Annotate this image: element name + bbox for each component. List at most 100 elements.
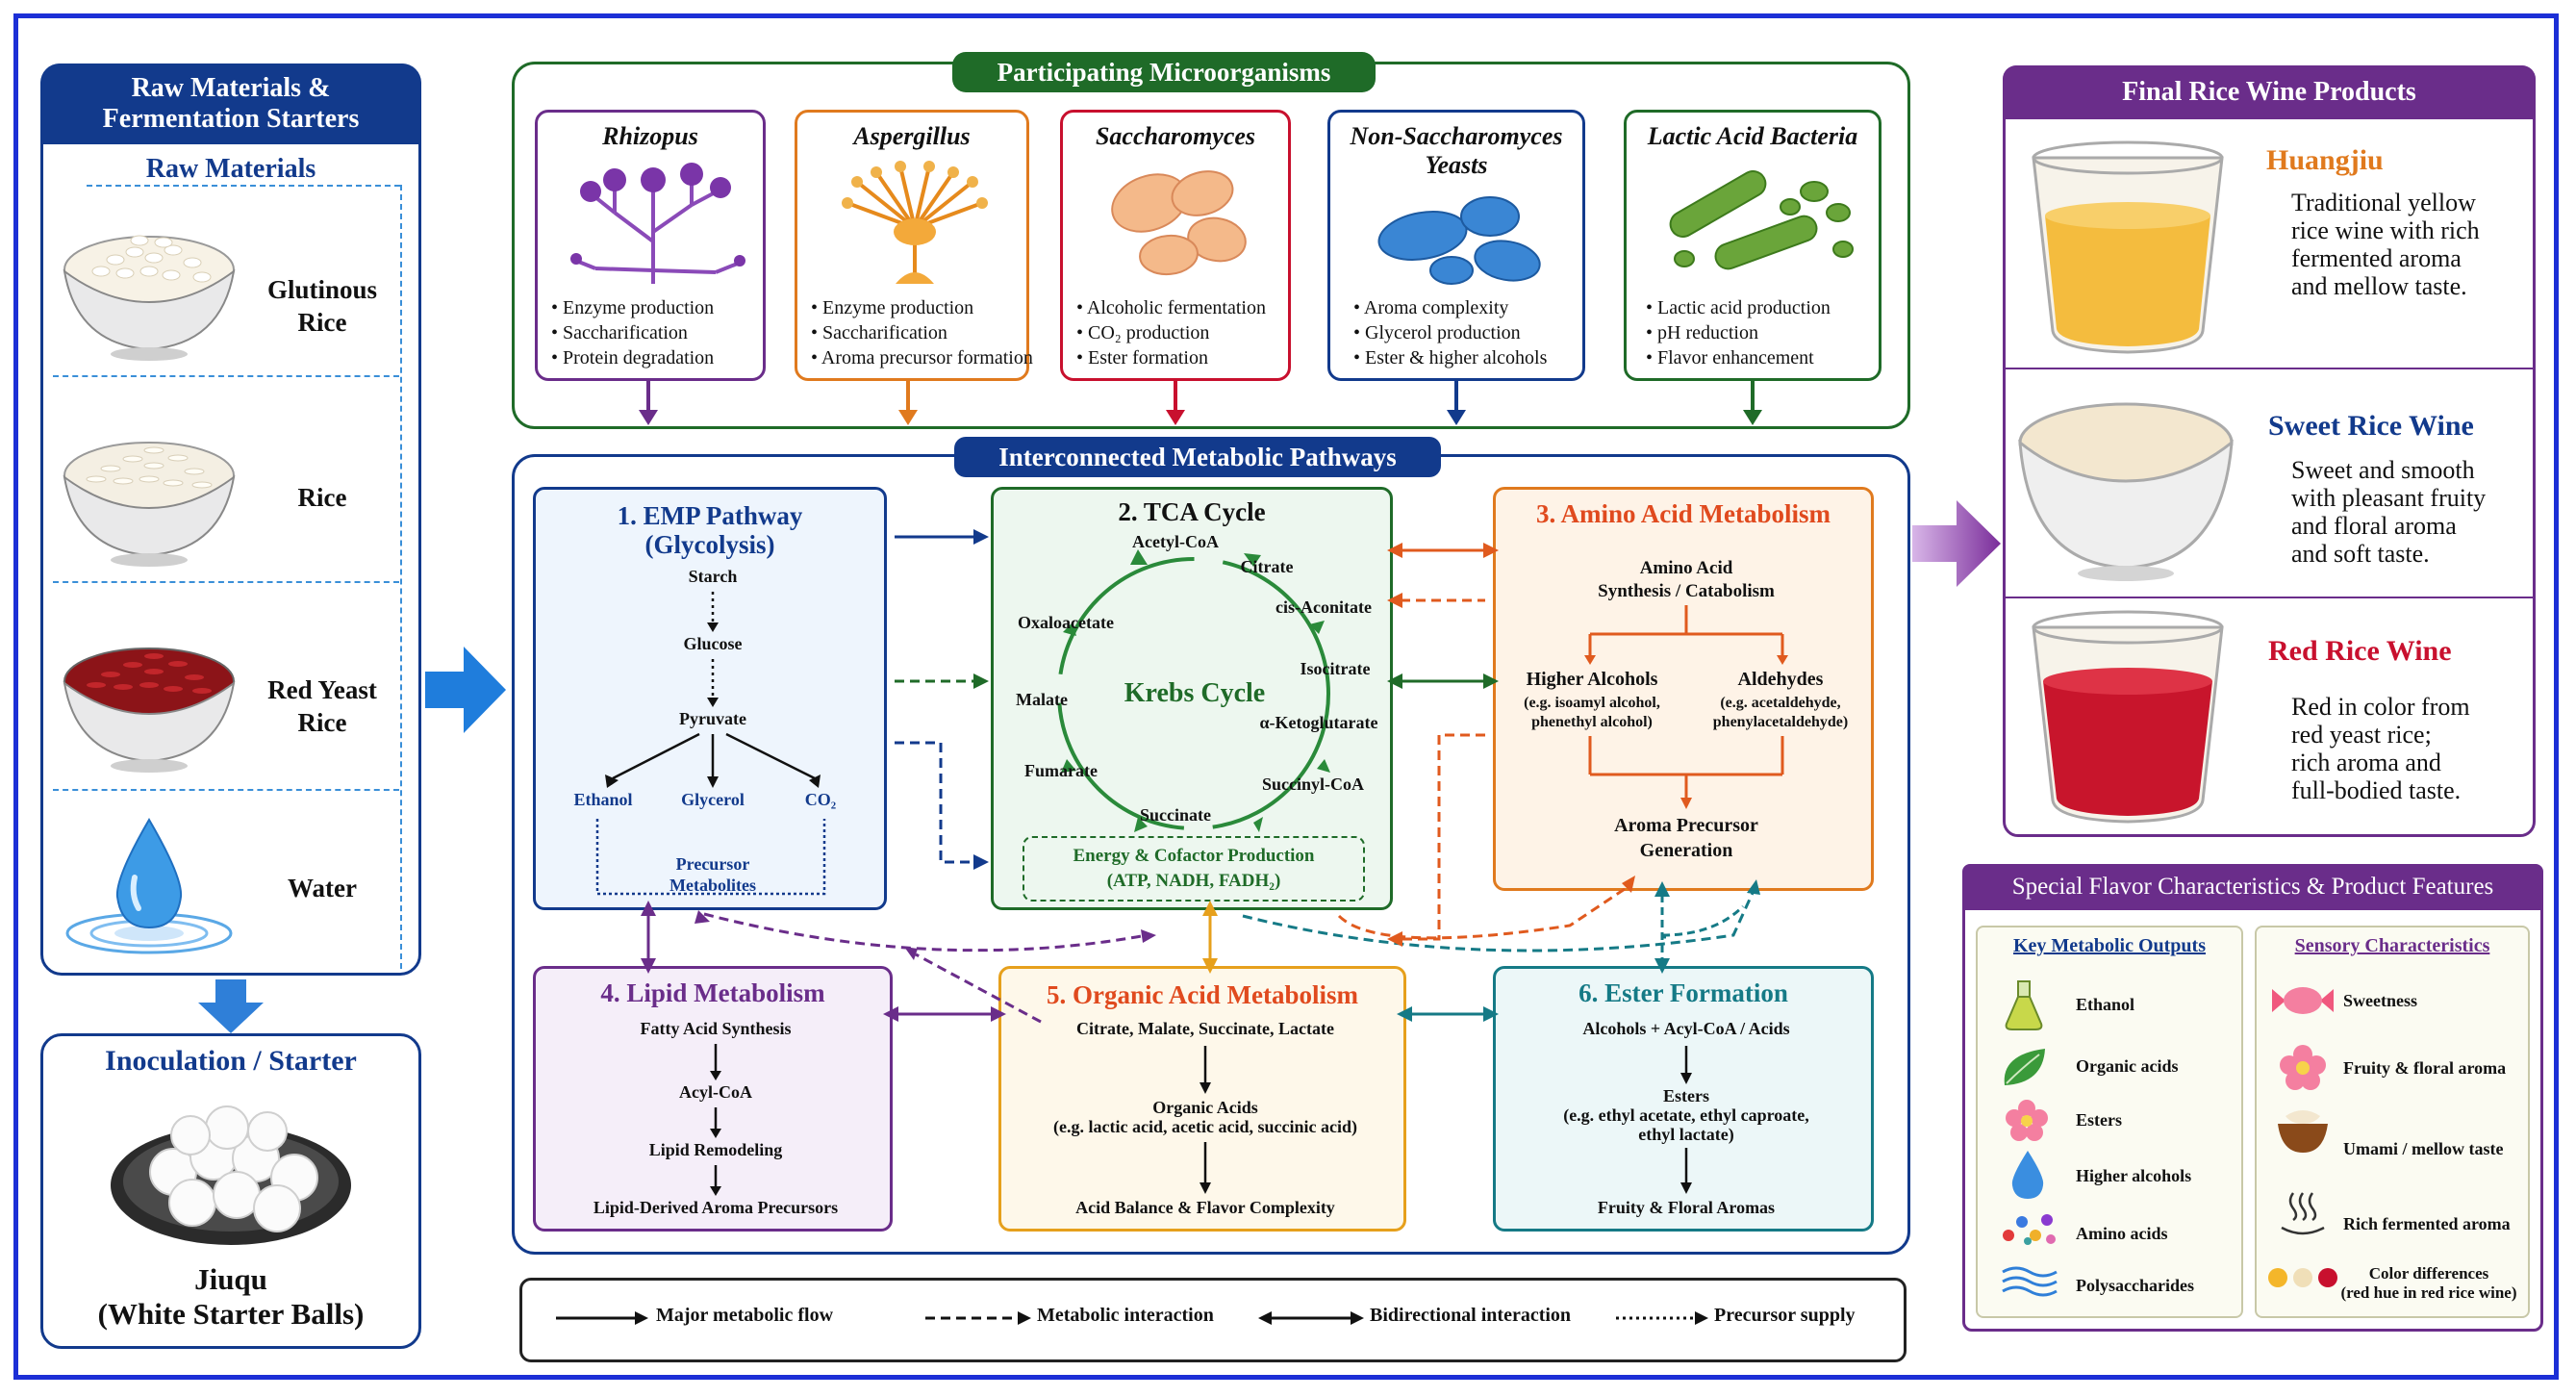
sensory-title: Sensory Characteristics — [2294, 935, 2490, 956]
product-name-red-rice-wine: Red Rice Wine — [2268, 635, 2452, 667]
flow-arrow-icon — [425, 647, 506, 733]
microbe-name: Non-Saccharomyces Yeasts — [1350, 122, 1563, 179]
legend-bidirectional: Bidirectional interaction — [1370, 1305, 1572, 1326]
product-desc-sweet-rice-wine: Sweet and smooth with pleasant fruity an… — [2291, 456, 2487, 568]
raw-materials-title: Raw Materials & Fermentation Starters — [40, 64, 421, 144]
microbe-name: Aspergillus — [853, 122, 971, 150]
organic-title: 5. Organic Acid Metabolism — [1047, 980, 1358, 1009]
row-divider — [53, 375, 399, 377]
microbe-card-lactic-acid-bacteria: Lactic Acid Bacteria • Lactic acid produ… — [1624, 110, 1881, 381]
ester-arrows — [1680, 1046, 1692, 1194]
leaf-icon — [2004, 1049, 2045, 1085]
microbe-bullets: • Enzyme production• Saccharification• P… — [551, 297, 715, 368]
fruity-flower-icon — [2280, 1045, 2326, 1090]
row-divider — [53, 789, 399, 791]
ester-step-3: Fruity & Floral Aromas — [1597, 1198, 1776, 1217]
key-output-polysaccharides: Polysaccharides — [2076, 1276, 2194, 1295]
key-output-organic-acids: Organic acids — [2076, 1056, 2179, 1076]
microbe-name: Lactic Acid Bacteria — [1647, 122, 1858, 150]
raw-materials-header: Raw Materials — [145, 154, 316, 184]
tca-acetyl-coa: Acetyl-CoA — [1132, 532, 1219, 551]
microbe-card-non-saccharomyces: Non-Saccharomyces Yeasts • Aroma complex… — [1327, 110, 1585, 381]
emp-title: 1. EMP Pathway (Glycolysis) — [617, 501, 803, 559]
amino-higher-alcohols-sub: (e.g. isoamyl alcohol, phenethyl alcohol… — [1524, 695, 1660, 730]
microbe-name: Saccharomyces — [1095, 122, 1256, 150]
row-divider — [53, 581, 399, 583]
raw-item-red-yeast-rice: Red Yeast Rice — [267, 675, 377, 737]
legend-dashed-arrow-icon — [925, 1311, 1031, 1325]
emp-pathway-box: 1. EMP Pathway (Glycolysis) Starch Gluco… — [533, 487, 887, 910]
drop-icon — [2011, 1151, 2044, 1199]
sensory-fermented-aroma: Rich fermented aroma — [2343, 1214, 2511, 1233]
amino-aldehydes: Aldehydes — [1737, 669, 1824, 690]
microbe-card-saccharomyces: Saccharomyces • Alcoholic fermentation• … — [1060, 110, 1291, 381]
raw-item-glutinous-rice: Glutinous Rice — [266, 275, 378, 337]
legend-dotted-arrow-icon — [1616, 1311, 1708, 1325]
water-drop-icon — [65, 818, 233, 954]
amino-aldehydes-sub: (e.g. acetaldehyde, phenylacetaldehyde) — [1712, 695, 1849, 730]
tca-isocitrate: Isocitrate — [1300, 659, 1371, 678]
amino-bottom: Aroma Precursor Generation — [1614, 815, 1758, 861]
legend-interaction: Metabolic interaction — [1037, 1305, 1214, 1326]
tca-energy-box — [1023, 836, 1365, 902]
tca-succinyl-coa: Succinyl-CoA — [1261, 775, 1364, 794]
lipid-arrows — [710, 1044, 721, 1196]
down-arrow-icon — [198, 979, 264, 1033]
flower-icon — [2006, 1100, 2048, 1141]
red-rice-wine-glass-icon — [2032, 610, 2224, 824]
lipid-title: 4. Lipid Metabolism — [600, 978, 825, 1007]
product-desc-huangjiu: Traditional yellow rice wine with rich f… — [2291, 189, 2480, 300]
legend-bidirectional-arrow-icon — [1258, 1311, 1364, 1325]
rice-bowl-icon — [63, 442, 236, 567]
legend-precursor-supply: Precursor supply — [1714, 1305, 1856, 1326]
lactic-acid-bacteria-icon — [1669, 170, 1854, 270]
product-divider — [2005, 597, 2534, 598]
pathways-title: Interconnected Metabolic Pathways — [954, 437, 1441, 477]
product-name-sweet-rice-wine: Sweet Rice Wine — [2268, 410, 2474, 442]
raw-materials-bracket — [400, 185, 402, 969]
tca-cycle-diagram — [1057, 549, 1330, 832]
amino-higher-alcohols: Higher Alcohols — [1526, 669, 1658, 690]
glutinous-rice-bowl-icon — [63, 235, 236, 361]
products-title: Final Rice Wine Products — [2003, 65, 2536, 119]
outer-frame — [13, 13, 2559, 1380]
ester-title: 6. Ester Formation — [1578, 978, 1788, 1007]
emp-starch: Starch — [688, 567, 738, 586]
ester-box: 6. Ester Formation Alcohols + Acyl-CoA /… — [1493, 966, 1874, 1232]
amino-title: 3. Amino Acid Metabolism — [1535, 499, 1831, 528]
lipid-box: 4. Lipid Metabolism Fatty Acid Synthesis… — [533, 966, 893, 1232]
microbe-bullets: • Aroma complexity• Glycerol production•… — [1353, 297, 1548, 368]
emp-glucose: Glucose — [683, 634, 743, 653]
lipid-step-3: Lipid Remodeling — [648, 1140, 783, 1159]
legend-solid-arrow-icon — [556, 1311, 648, 1325]
raw-item-rice: Rice — [297, 483, 347, 512]
steam-cup-icon — [2281, 1192, 2325, 1235]
emp-glycerol: Glycerol — [681, 790, 745, 809]
sensory-fruity-floral: Fruity & floral aroma — [2343, 1058, 2507, 1078]
organic-step-1: Citrate, Malate, Succinate, Lactate — [1076, 1019, 1334, 1038]
non-saccharomyces-icon — [1377, 196, 1541, 285]
sensory-color-differences: Color differences (red hue in red rice w… — [2340, 1264, 2517, 1302]
sensory-umami: Umami / mellow taste — [2343, 1139, 2504, 1158]
flask-icon — [2005, 980, 2043, 1030]
raw-materials-divider — [87, 185, 400, 187]
emp-precursor: Precursor Metabolites — [669, 854, 756, 895]
emp-co2: CO₂ — [804, 790, 837, 809]
tca-citrate: Citrate — [1240, 557, 1294, 576]
waves-icon — [2002, 1266, 2058, 1297]
organic-acid-box: 5. Organic Acid Metabolism Citrate, Mala… — [998, 966, 1406, 1232]
emp-arrows — [595, 592, 826, 896]
rhizopus-icon — [570, 163, 745, 284]
raw-item-water: Water — [288, 874, 357, 902]
pathway-connectors — [641, 529, 1760, 1024]
tca-energy-label: Energy & Cofactor Production (ATP, NADH,… — [1073, 846, 1315, 891]
lipid-step-4: Lipid-Derived Aroma Precursors — [593, 1198, 839, 1217]
legend-box — [519, 1278, 1907, 1362]
product-name-huangjiu: Huangjiu — [2266, 144, 2384, 176]
tca-center-label: Krebs Cycle — [1124, 678, 1266, 708]
tca-title: 2. TCA Cycle — [1118, 497, 1266, 526]
ester-step-1: Alcohols + Acyl-CoA / Acids — [1582, 1019, 1790, 1038]
starter-label: Jiuqu (White Starter Balls) — [97, 1262, 365, 1331]
tca-succinate: Succinate — [1140, 805, 1211, 825]
aspergillus-icon — [842, 161, 988, 284]
